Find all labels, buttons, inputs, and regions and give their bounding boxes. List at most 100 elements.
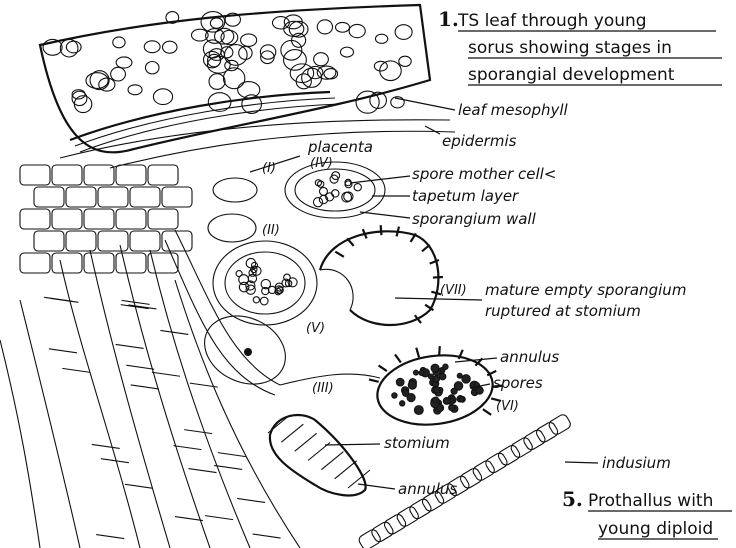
cross-wall — [184, 430, 212, 434]
ground-cell — [66, 187, 96, 207]
ground-cell — [34, 187, 64, 207]
mesophyll-cell — [162, 41, 177, 53]
mesophyll-cell — [111, 67, 126, 81]
cross-wall — [49, 349, 77, 353]
band — [335, 461, 357, 479]
cross-wall — [218, 453, 246, 457]
ground-cell — [130, 187, 160, 207]
ground-cell — [84, 165, 114, 185]
ground-cell — [20, 253, 50, 273]
epidermis-layer — [110, 131, 455, 168]
mesophyll-cell — [336, 22, 350, 32]
cross-wall — [205, 516, 233, 520]
annulus-rib — [416, 348, 419, 358]
label-indusium: indusium — [602, 454, 671, 472]
spore — [449, 404, 455, 410]
label-ruptured-at-stomium: ruptured at stomium — [485, 302, 641, 320]
cell — [354, 184, 361, 191]
caption-1-line-2: sorus showing stages in — [468, 38, 672, 58]
stage-iv-label: (IV) — [310, 156, 333, 171]
caption-5: 5. Prothallus with young diploid — [562, 487, 732, 539]
spore — [443, 364, 448, 369]
label-tapetum-layer: tapetum layer — [412, 187, 519, 205]
spore — [433, 376, 439, 382]
label-placenta: placenta — [307, 138, 373, 156]
caption-1-line-3: sporangial development — [468, 65, 675, 85]
mesophyll-cell — [356, 91, 379, 113]
ground-cell — [116, 253, 146, 273]
spore — [443, 397, 450, 404]
mesophyll-cell — [395, 25, 412, 40]
label-mature-empty-sporangium: mature empty sporangium — [485, 281, 686, 299]
mesophyll-cell — [145, 61, 159, 73]
mesophyll-cell — [314, 53, 329, 66]
mesophyll-cell — [210, 18, 223, 28]
mesophyll-cell — [349, 24, 365, 37]
indusium-cell — [395, 505, 420, 528]
stage-i-label: (I) — [262, 161, 276, 176]
spore — [434, 387, 440, 393]
caption-5-line-1: Prothallus with — [588, 491, 713, 511]
indusium-cell — [484, 451, 509, 474]
cross-wall — [62, 368, 90, 372]
spore — [419, 370, 424, 375]
cross-wall — [122, 300, 150, 304]
ground-cell — [148, 165, 178, 185]
ground-cell — [148, 209, 178, 229]
cell — [332, 190, 339, 197]
mesophyll-cell — [113, 37, 125, 48]
cross-wall — [131, 385, 159, 389]
indusium-cell — [509, 436, 534, 459]
ground-cell — [162, 187, 192, 207]
cross-wall — [126, 365, 154, 369]
annulus-rib — [381, 225, 382, 235]
ground-cell — [84, 253, 114, 273]
ground-cell — [130, 231, 160, 251]
band — [268, 415, 290, 433]
band — [281, 424, 303, 442]
cross-wall — [188, 469, 216, 473]
cell — [253, 297, 259, 303]
mesophyll-cell — [144, 41, 160, 53]
indusium-cell — [383, 513, 408, 536]
spore — [462, 375, 470, 383]
ground-cell — [66, 231, 96, 251]
label-sporangium-wall: sporangium wall — [412, 210, 537, 228]
label-epidermis: epidermis — [442, 132, 517, 150]
ground-tissue — [20, 165, 192, 273]
ground-cell — [34, 231, 64, 251]
cell — [251, 262, 257, 268]
mesophyll-cell — [399, 56, 411, 66]
annulus-rib — [439, 346, 440, 356]
indusium-cell — [547, 413, 572, 436]
spore — [459, 397, 464, 402]
ground-cell — [98, 187, 128, 207]
ground-cell — [20, 165, 50, 185]
spore — [413, 370, 418, 375]
mesophyll-cell — [340, 47, 353, 57]
caption-1-line-1: TS leaf through young — [457, 11, 647, 31]
mesophyll-cell — [86, 73, 108, 89]
ground-cell — [148, 253, 178, 273]
spore — [402, 390, 409, 397]
sporangium-stage-v — [213, 241, 317, 325]
cross-wall — [253, 534, 281, 538]
spore — [439, 373, 446, 380]
mesophyll-cell — [128, 85, 142, 95]
indusium-cell — [522, 428, 547, 451]
sporangium-stage-i — [213, 178, 257, 202]
mesophyll-cell — [239, 46, 252, 59]
indusium-cell — [370, 520, 395, 543]
cross-wall — [160, 330, 188, 334]
sporangium-stomium — [270, 415, 366, 495]
ground-cell — [20, 209, 50, 229]
ground-cell — [116, 165, 146, 185]
stage-iii-label: (III) — [312, 381, 334, 396]
annulus-rib — [379, 365, 387, 371]
indusium-cell — [459, 467, 484, 490]
caption-5-number: 5. — [562, 487, 583, 511]
annulus-rib — [422, 245, 430, 251]
cross-wall — [152, 372, 180, 376]
cross-wall — [116, 344, 144, 348]
